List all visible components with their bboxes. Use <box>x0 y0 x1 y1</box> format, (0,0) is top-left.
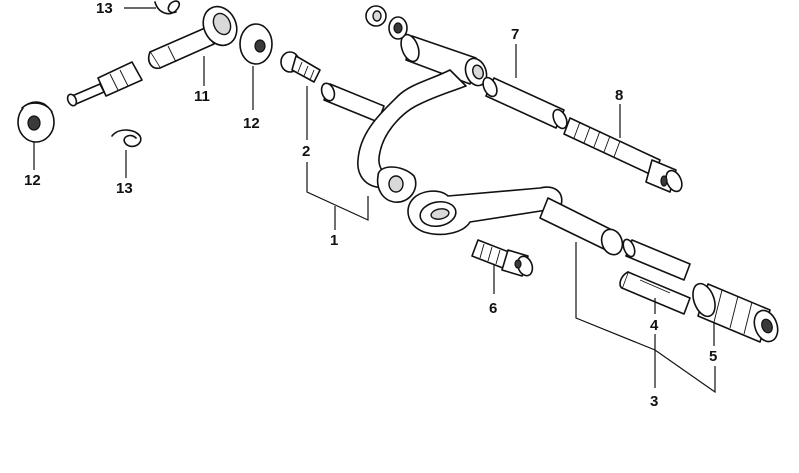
callout-4: 4 <box>650 317 659 334</box>
washer-top-2 <box>388 16 408 40</box>
callout-12-center: 12 <box>243 115 260 132</box>
part-8-long-bolt <box>563 117 683 193</box>
callout-2: 2 <box>302 143 310 160</box>
part-4-split-bushing <box>619 271 691 315</box>
callout-5: 5 <box>709 348 717 365</box>
callout-8: 8 <box>615 87 623 104</box>
part-7-sleeve <box>482 76 568 130</box>
callout-12-left: 12 <box>24 172 41 189</box>
washer-top-1 <box>365 5 387 27</box>
part-12-bushing-center <box>239 23 273 65</box>
callout-11: 11 <box>194 88 210 105</box>
part-12-bushing-left <box>17 101 55 143</box>
part-2-bolt <box>280 51 321 83</box>
part-3-lower-arm <box>407 186 624 256</box>
callout-3: 3 <box>650 393 658 410</box>
part-11-ball-joint-rod <box>147 5 238 70</box>
part-13-spring-clip-left <box>111 129 142 148</box>
leader-1 <box>306 162 369 221</box>
callout-1: 1 <box>330 232 338 249</box>
part-3-sleeve <box>622 238 691 281</box>
callouts: 13 11 12 12 13 2 1 7 8 6 4 5 3 <box>24 0 717 410</box>
part-1-lever-bracket <box>320 33 488 203</box>
part-11-pin <box>66 61 143 107</box>
callout-6: 6 <box>489 300 497 317</box>
part-5-rubber-mount <box>692 282 779 343</box>
leader-lines <box>33 7 716 394</box>
part-13-spring-clip-top <box>154 0 181 15</box>
callout-13-top: 13 <box>96 0 113 17</box>
part-6-bolt <box>471 239 534 277</box>
callout-13-left: 13 <box>116 180 133 197</box>
callout-7: 7 <box>511 26 519 43</box>
